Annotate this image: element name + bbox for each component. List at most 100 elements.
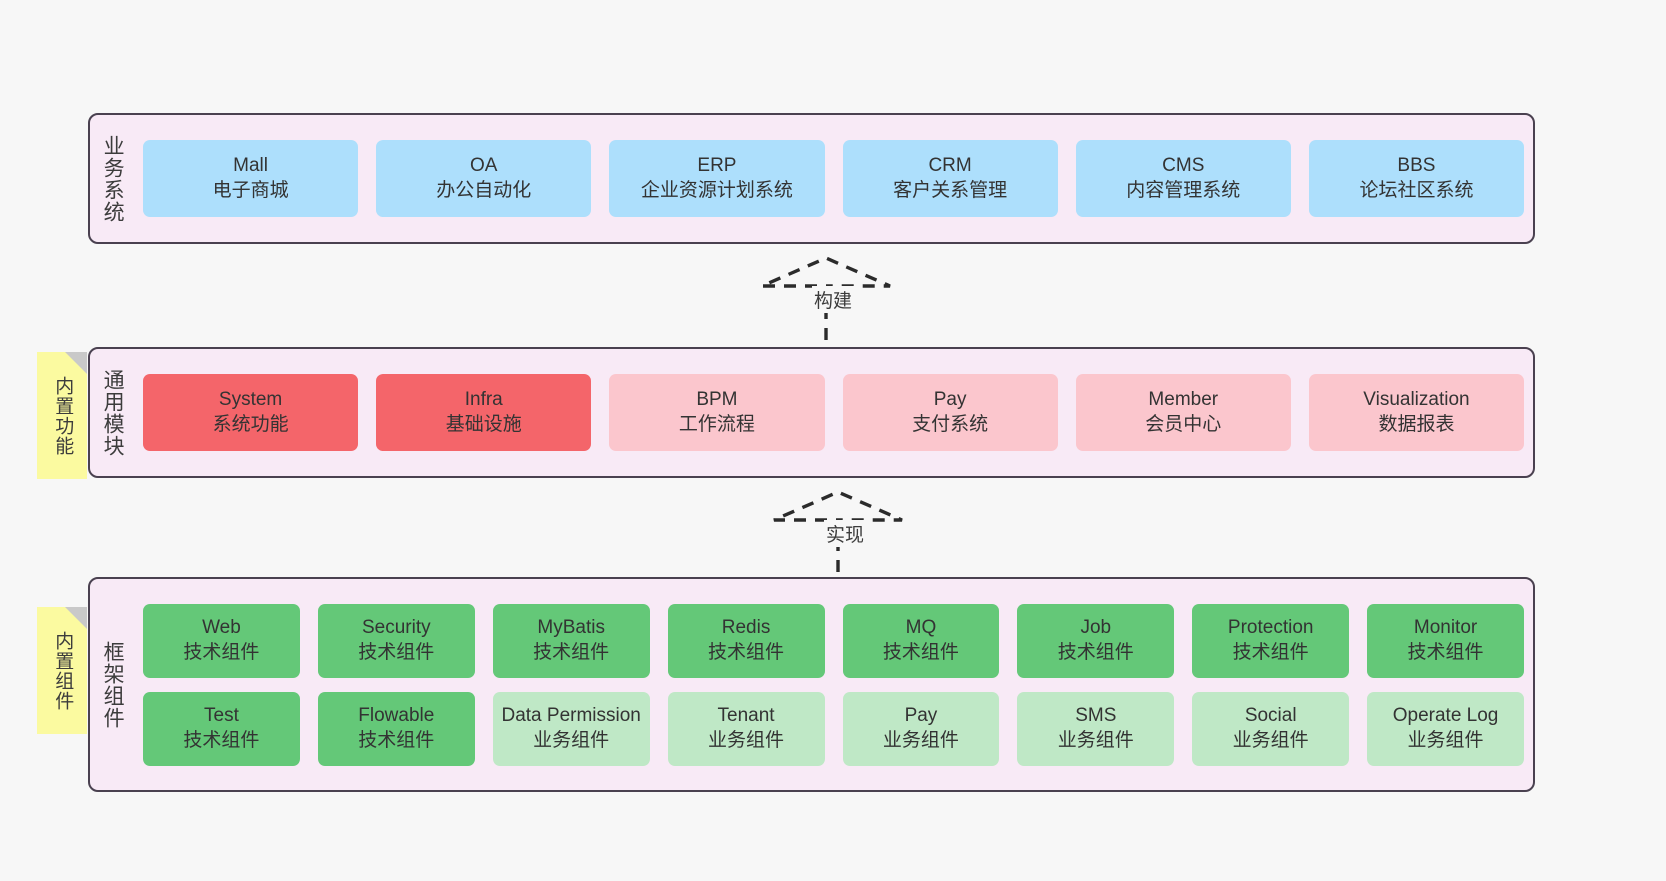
card-title: Pay bbox=[933, 389, 967, 411]
card-subtitle: 支付系统 bbox=[912, 413, 989, 435]
card-title: Tenant bbox=[717, 705, 775, 727]
card-subtitle: 数据报表 bbox=[1378, 413, 1455, 435]
card-title: Pay bbox=[904, 705, 938, 727]
card-subtitle: 技术组件 bbox=[183, 729, 260, 751]
note-fold-corner-icon bbox=[65, 352, 87, 374]
card-subtitle: 业务组件 bbox=[533, 729, 610, 751]
card-title: Social bbox=[1244, 705, 1297, 727]
card-subtitle: 会员中心 bbox=[1145, 413, 1222, 435]
note-builtin-function: 内置功能 bbox=[37, 352, 87, 479]
card-subtitle: 业务组件 bbox=[1057, 729, 1134, 751]
card-title: System bbox=[218, 389, 283, 411]
card-title: Security bbox=[361, 617, 431, 639]
card-title: Web bbox=[202, 617, 241, 639]
card-title: Protection bbox=[1227, 617, 1314, 639]
card-title: Redis bbox=[721, 617, 771, 639]
card-title: Job bbox=[1080, 617, 1112, 639]
card-subtitle: 技术组件 bbox=[882, 641, 959, 663]
card-subtitle: 论坛社区系统 bbox=[1359, 179, 1474, 201]
card-subtitle: 基础设施 bbox=[445, 413, 522, 435]
card-title: Infra bbox=[464, 389, 503, 411]
card-subtitle: 办公自动化 bbox=[436, 179, 532, 201]
card-subtitle: 技术组件 bbox=[183, 641, 260, 663]
card-title: Operate Log bbox=[1392, 705, 1499, 727]
card-title: BBS bbox=[1397, 155, 1436, 177]
card-subtitle: 业务组件 bbox=[1232, 729, 1309, 751]
card-subtitle: 技术组件 bbox=[1407, 641, 1484, 663]
connector-build: 构建 bbox=[760, 256, 900, 340]
card-subtitle: 企业资源计划系统 bbox=[640, 179, 793, 201]
card-title: MyBatis bbox=[537, 617, 605, 639]
card-subtitle: 技术组件 bbox=[358, 729, 435, 751]
layer-title-common-module: 通用模块 bbox=[101, 368, 125, 457]
card-title: Data Permission bbox=[501, 705, 641, 727]
card-title: MQ bbox=[905, 617, 937, 639]
card-subtitle: 工作流程 bbox=[678, 413, 755, 435]
card-subtitle: 客户关系管理 bbox=[893, 179, 1008, 201]
connector-implement: 实现 bbox=[772, 490, 912, 572]
card-title: Flowable bbox=[358, 705, 435, 727]
card-subtitle: 业务组件 bbox=[708, 729, 785, 751]
card-subtitle: 系统功能 bbox=[212, 413, 289, 435]
card-title: Test bbox=[204, 705, 239, 727]
card-title: SMS bbox=[1075, 705, 1117, 727]
card-subtitle: 技术组件 bbox=[358, 641, 435, 663]
card-title: Mall bbox=[233, 155, 268, 177]
card-subtitle: 技术组件 bbox=[1057, 641, 1134, 663]
card-subtitle: 电子商城 bbox=[212, 179, 289, 201]
note-builtin-component-label: 内置组件 bbox=[52, 630, 74, 711]
connector-build-label: 构建 bbox=[812, 286, 855, 313]
layer-title-business-system: 业务系统 bbox=[101, 134, 125, 223]
card-title: BPM bbox=[696, 389, 738, 411]
card-subtitle: 技术组件 bbox=[1232, 641, 1309, 663]
